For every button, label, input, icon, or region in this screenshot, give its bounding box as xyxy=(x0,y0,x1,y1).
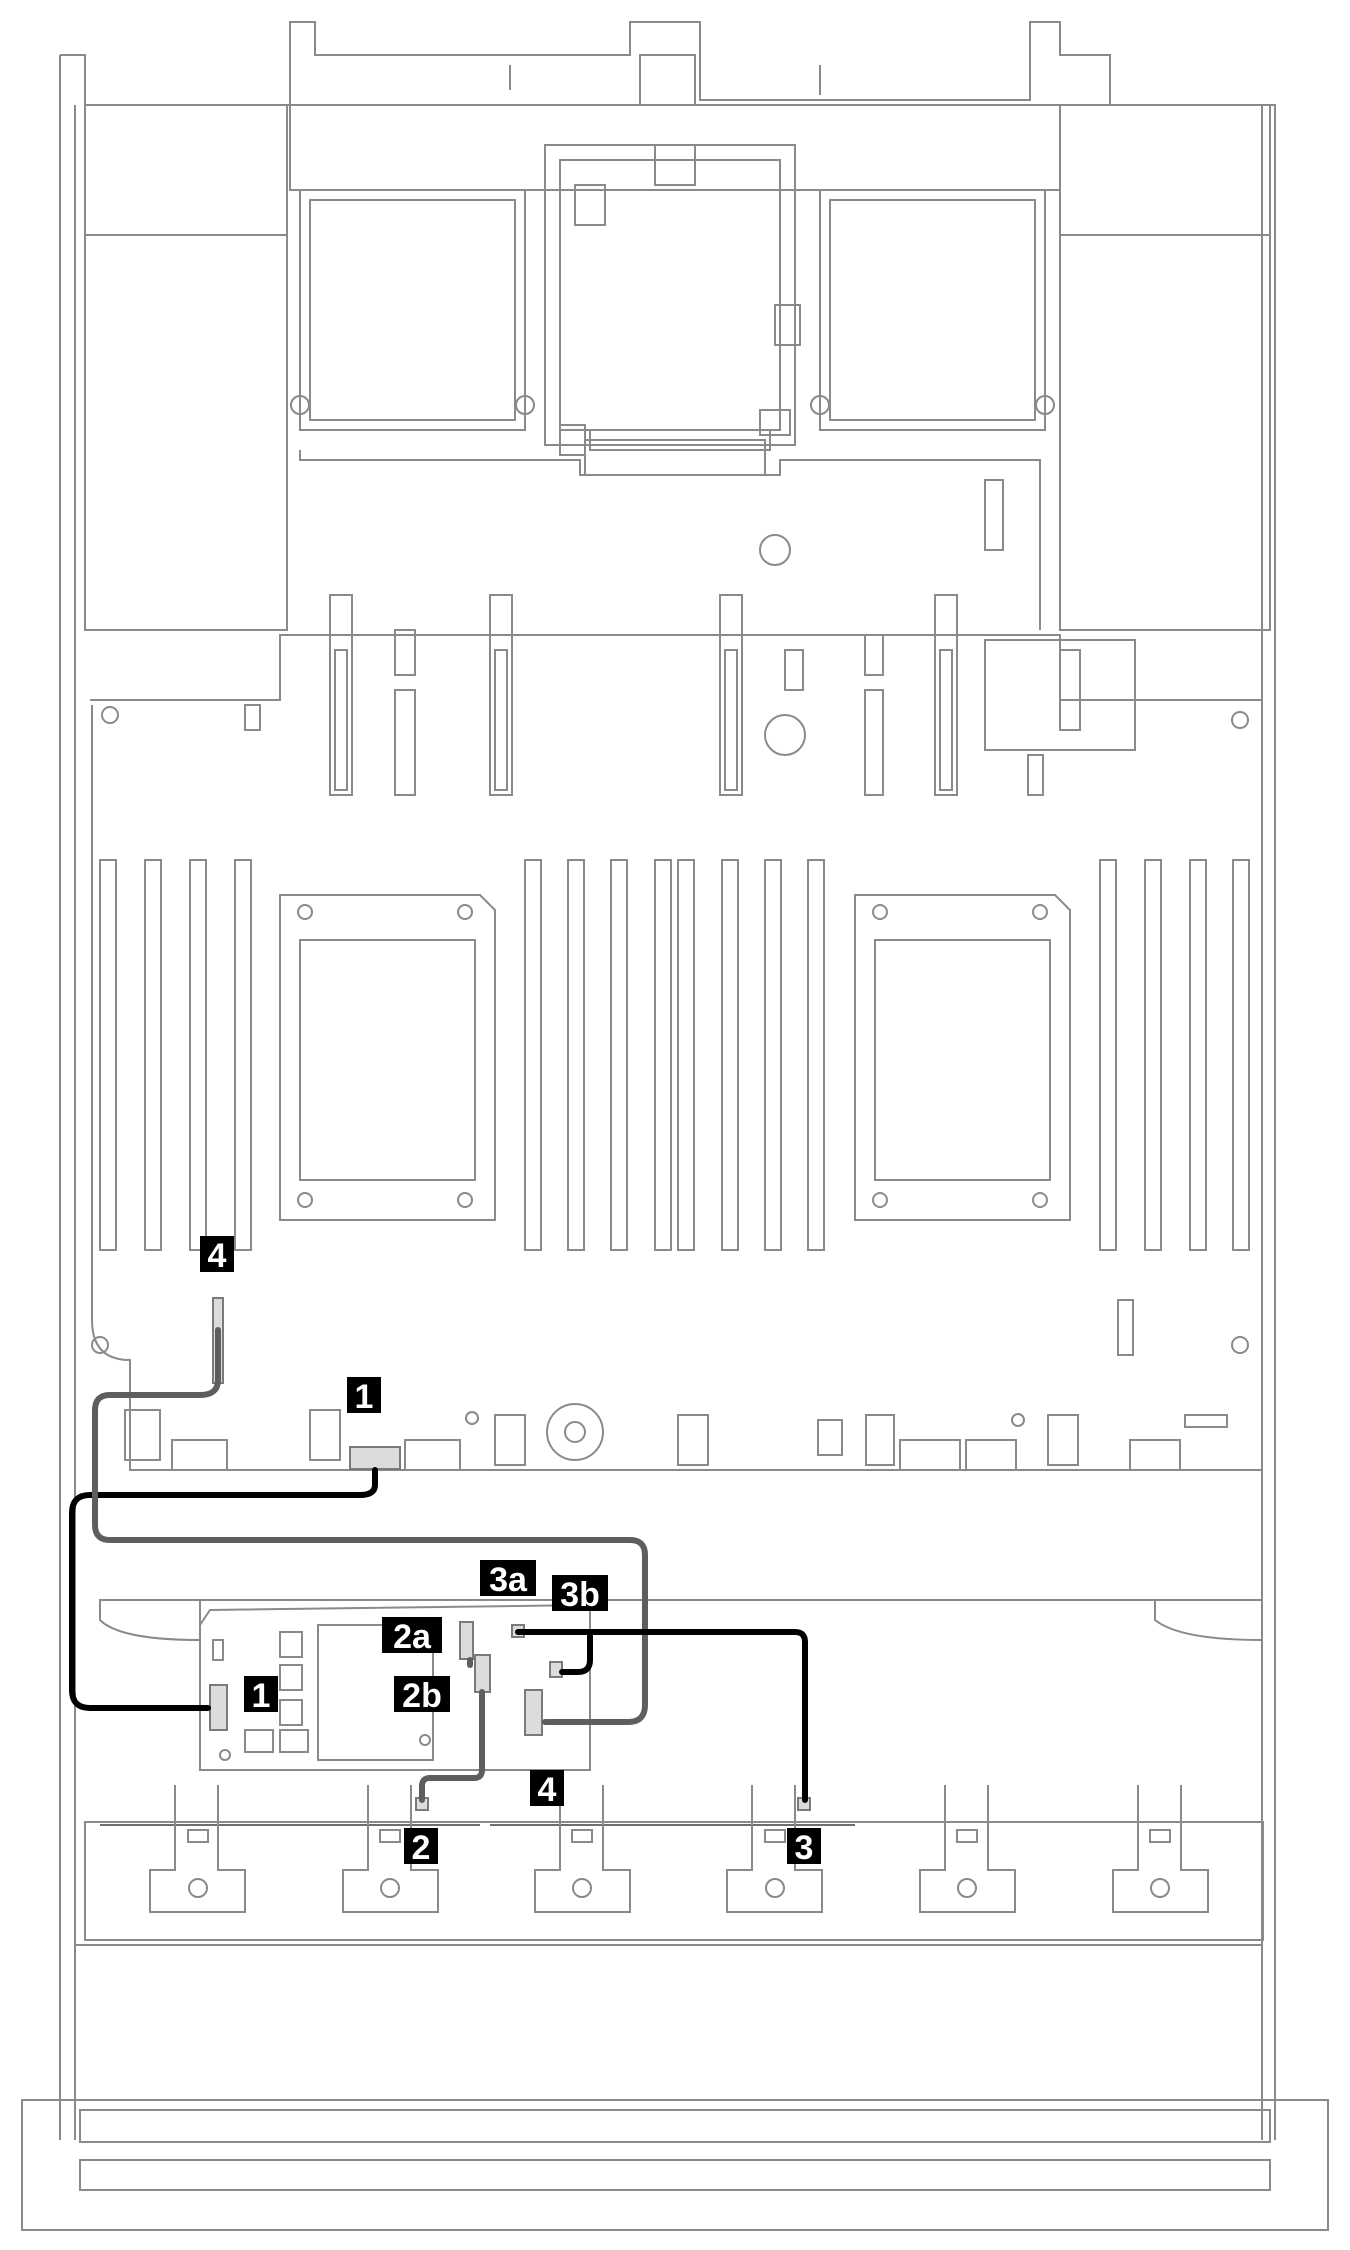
callout-1-adapter: 1 xyxy=(244,1676,278,1715)
cable-2 xyxy=(419,1657,485,1803)
front-connectors xyxy=(124,1403,1228,1471)
callout-4-top-text: 4 xyxy=(208,1237,227,1275)
callout-1-adapter-text: 1 xyxy=(252,1677,271,1715)
drive-bay-latches xyxy=(149,1785,1209,1913)
callout-4-top: 4 xyxy=(200,1236,234,1275)
callout-1-top-text: 1 xyxy=(355,1378,374,1416)
callout-2a: 2a xyxy=(382,1617,442,1656)
cable-3 xyxy=(515,1629,808,1803)
system-board xyxy=(90,479,1263,1471)
chassis xyxy=(21,21,1329,2231)
callout-3a: 3a xyxy=(480,1560,536,1599)
cable-4 xyxy=(92,1327,648,1725)
cable-connectors xyxy=(209,1297,811,1811)
callout-3b-text: 3b xyxy=(560,1576,600,1614)
callout-3a-text: 3a xyxy=(489,1561,528,1599)
drive-backplane xyxy=(84,1821,1264,1941)
pcie-slots xyxy=(329,479,1004,796)
callout-2: 2 xyxy=(404,1828,438,1867)
dimm-slots-left xyxy=(99,859,252,1251)
callout-3: 3 xyxy=(787,1828,821,1867)
callout-2a-text: 2a xyxy=(393,1618,432,1656)
callout-2b-text: 2b xyxy=(402,1677,442,1715)
standoff-front xyxy=(546,1403,604,1461)
callout-4-adapter: 4 xyxy=(530,1770,564,1809)
callout-3b: 3b xyxy=(552,1575,608,1614)
rear-riser-area xyxy=(289,54,1061,630)
cable-1 xyxy=(69,1467,378,1711)
callout-1-top: 1 xyxy=(347,1377,381,1416)
power-supply-left xyxy=(84,104,288,631)
callout-3-text: 3 xyxy=(795,1829,814,1867)
callout-2b: 2b xyxy=(394,1676,450,1715)
dimm-slots-middle xyxy=(524,859,825,1251)
standoff-rear xyxy=(759,534,791,566)
callout-4-adapter-text: 4 xyxy=(538,1771,557,1809)
power-supply-right xyxy=(1059,104,1271,631)
callout-2-text: 2 xyxy=(412,1829,431,1867)
dimm-slots-right xyxy=(1099,859,1250,1251)
processor-socket-1 xyxy=(279,894,496,1221)
cmos-battery xyxy=(764,714,806,756)
processor-socket-2 xyxy=(854,894,1071,1221)
